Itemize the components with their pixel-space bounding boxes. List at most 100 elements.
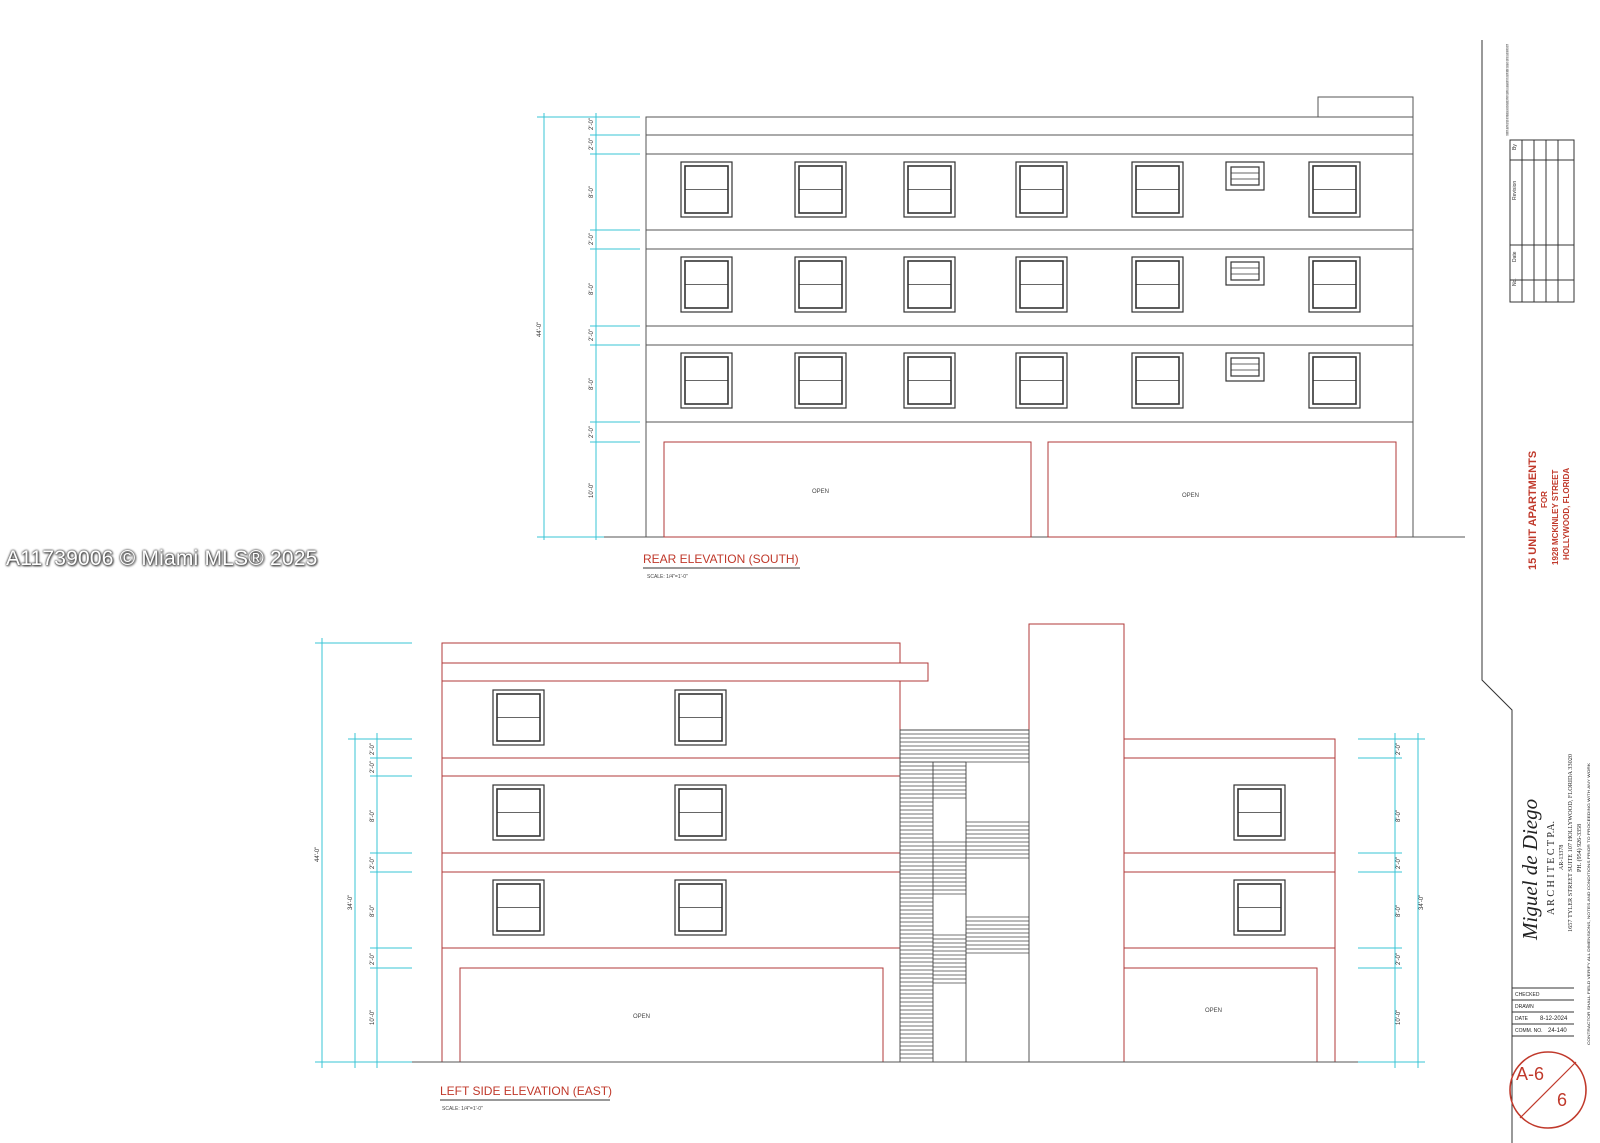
side-window-3 bbox=[674, 784, 727, 841]
comm-label: COMM. NO. bbox=[1515, 1028, 1543, 1034]
firm-address: 1657 TYLER STREET SUITE 107 HOLLYWOOD, F… bbox=[1568, 754, 1574, 932]
rear-small-window-0 bbox=[1225, 161, 1265, 191]
rear-window-1-4 bbox=[1131, 256, 1184, 313]
side-window-2 bbox=[492, 784, 545, 841]
side-right-opening bbox=[1123, 967, 1318, 1063]
rear-window-0-0 bbox=[680, 161, 733, 218]
firm-info: Miguel de Diego A R C H I T E C T P.A. A… bbox=[1518, 754, 1591, 1045]
date-value: 8-12-2024 bbox=[1540, 1016, 1568, 1022]
project-address: 1928 MCKINLEY STREET bbox=[1551, 469, 1560, 565]
rear-small-window-2 bbox=[1225, 352, 1265, 382]
side-overall-dim-2: 34'-0" bbox=[348, 895, 354, 910]
checked-label: CHECKED bbox=[1515, 992, 1540, 998]
side-opening-2-label: OPEN bbox=[1205, 1008, 1222, 1014]
sheet-total: 6 bbox=[1557, 1090, 1567, 1110]
side-dim-r3: 2'-0" bbox=[1396, 857, 1402, 869]
rear-opening-1-label: OPEN bbox=[812, 489, 829, 495]
side-dim-r5: 2'-0" bbox=[1396, 953, 1402, 965]
comm-value: 24-140 bbox=[1548, 1028, 1567, 1034]
rear-elevation-scale: SCALE: 1/4"=1'-0" bbox=[647, 574, 688, 580]
side-window-5 bbox=[674, 879, 727, 936]
svg-text:No.: No. bbox=[1512, 278, 1518, 286]
rear-window-0-3 bbox=[1015, 161, 1068, 218]
rear-dim-7: 8'-0" bbox=[589, 378, 595, 390]
firm-sub: A R C H I T E C T P.A. bbox=[1546, 821, 1557, 915]
side-dim-l6: 2'-0" bbox=[370, 953, 376, 965]
side-dim-l1: 2'-0" bbox=[370, 743, 376, 755]
project-for: FOR bbox=[1540, 491, 1549, 508]
date-label: DATE bbox=[1515, 1016, 1529, 1022]
project-city: HOLLYWOOD, FLORIDA bbox=[1562, 468, 1571, 560]
rear-window-1-5 bbox=[1308, 256, 1361, 313]
rear-window-0-2 bbox=[903, 161, 956, 218]
side-overall-dim: 44'-0" bbox=[315, 847, 321, 862]
sheet-number: A-6 bbox=[1516, 1064, 1544, 1084]
rear-window-2-3 bbox=[1015, 352, 1068, 409]
project-title: 15 UNIT APARTMENTS bbox=[1527, 451, 1539, 570]
rear-opening-1 bbox=[663, 441, 1032, 538]
rear-opening-2 bbox=[1047, 441, 1397, 538]
side-elevation bbox=[441, 623, 1336, 1063]
rear-elevation bbox=[538, 96, 1465, 538]
rear-dim-9: 10'-0" bbox=[589, 483, 595, 498]
project-info: 15 UNIT APARTMENTS FOR 1928 MCKINLEY STR… bbox=[1527, 451, 1571, 570]
rear-overall-dim: 44'-0" bbox=[537, 322, 543, 337]
rear-dim-2: 2'-0" bbox=[589, 138, 595, 150]
contractor-note: CONTRACTOR SHALL FIELD VERIFY ALL DIMENS… bbox=[1587, 762, 1591, 1045]
side-left-opening bbox=[459, 967, 884, 1063]
mls-watermark: A11739006 © Miami MLS® 2025 bbox=[6, 547, 318, 570]
firm-license: AR-13378 bbox=[1559, 845, 1565, 870]
side-window-6 bbox=[1233, 784, 1286, 841]
svg-text:Date: Date bbox=[1512, 251, 1518, 262]
side-dim-r2: 8'-0" bbox=[1396, 810, 1402, 822]
side-dim-l3: 8'-0" bbox=[370, 810, 376, 822]
rear-building-outline bbox=[645, 116, 1414, 538]
side-right-wing bbox=[1123, 738, 1336, 1063]
rear-window-1-0 bbox=[680, 256, 733, 313]
rear-window-0-4 bbox=[1131, 161, 1184, 218]
rear-window-2-4 bbox=[1131, 352, 1184, 409]
firm-phone: PH. (954) 926-3358 bbox=[1576, 824, 1583, 872]
rear-window-1-1 bbox=[794, 256, 847, 313]
rear-window-1-3 bbox=[1015, 256, 1068, 313]
rear-elevation-title: REAR ELEVATION (SOUTH) bbox=[643, 552, 799, 566]
rear-dimension-lines bbox=[537, 113, 640, 540]
rear-roof-access bbox=[1317, 96, 1414, 118]
side-dimension-labels: 44'-0" 34'-0" 2'-0" 2'-0" 8'-0" 2'-0" 8'… bbox=[315, 743, 1425, 1025]
side-window-1 bbox=[674, 689, 727, 746]
side-overall-dim-right: 34'-0" bbox=[1419, 895, 1425, 910]
side-opening-1-label: OPEN bbox=[633, 1014, 650, 1020]
side-dim-r1: 2'-0" bbox=[1396, 743, 1402, 755]
title-block-notes: ALL DESIGN, DRAWINGS, REPORTS, FIELD NOT… bbox=[1505, 44, 1510, 136]
side-left-roof-slab bbox=[441, 662, 929, 682]
rear-dim-5: 8'-0" bbox=[589, 283, 595, 295]
side-elevation-title: LEFT SIDE ELEVATION (EAST) bbox=[440, 1084, 612, 1098]
side-stair-block bbox=[899, 729, 1030, 1063]
side-left-parapet bbox=[441, 642, 901, 664]
side-window-7 bbox=[1233, 879, 1286, 936]
rear-window-2-5 bbox=[1308, 352, 1361, 409]
title-block-frame bbox=[1481, 40, 1587, 1143]
rear-dimension-labels: 44'-0" 2'-0" 2'-0" 8'-0" 2'-0" 8'-0" 2'-… bbox=[537, 118, 595, 498]
stair-treads bbox=[900, 729, 1029, 1063]
drawn-label: DRAWN bbox=[1515, 1004, 1534, 1010]
sheet-number-circle bbox=[1509, 1051, 1587, 1129]
rear-dim-8: 2'-0" bbox=[589, 426, 595, 438]
rear-window-1-2 bbox=[903, 256, 956, 313]
svg-text:Revision: Revision bbox=[1512, 181, 1518, 200]
side-dimension-lines bbox=[315, 638, 1425, 1068]
rear-dim-3: 8'-0" bbox=[589, 186, 595, 198]
side-stair-tower bbox=[1028, 623, 1125, 1063]
rear-opening-2-label: OPEN bbox=[1182, 493, 1199, 499]
side-windows bbox=[492, 689, 1286, 936]
rear-dim-4: 2'-0" bbox=[589, 233, 595, 245]
side-dim-l5: 8'-0" bbox=[370, 905, 376, 917]
rear-dim-6: 2'-0" bbox=[589, 329, 595, 341]
rear-window-2-0 bbox=[680, 352, 733, 409]
revision-headers: No. Date Revision By bbox=[1512, 144, 1518, 286]
rear-window-2-1 bbox=[794, 352, 847, 409]
revision-table bbox=[1509, 139, 1575, 303]
side-dim-l4: 2'-0" bbox=[370, 857, 376, 869]
rear-small-window-1 bbox=[1225, 256, 1265, 286]
side-dim-r6: 10'-0" bbox=[1396, 1010, 1402, 1025]
